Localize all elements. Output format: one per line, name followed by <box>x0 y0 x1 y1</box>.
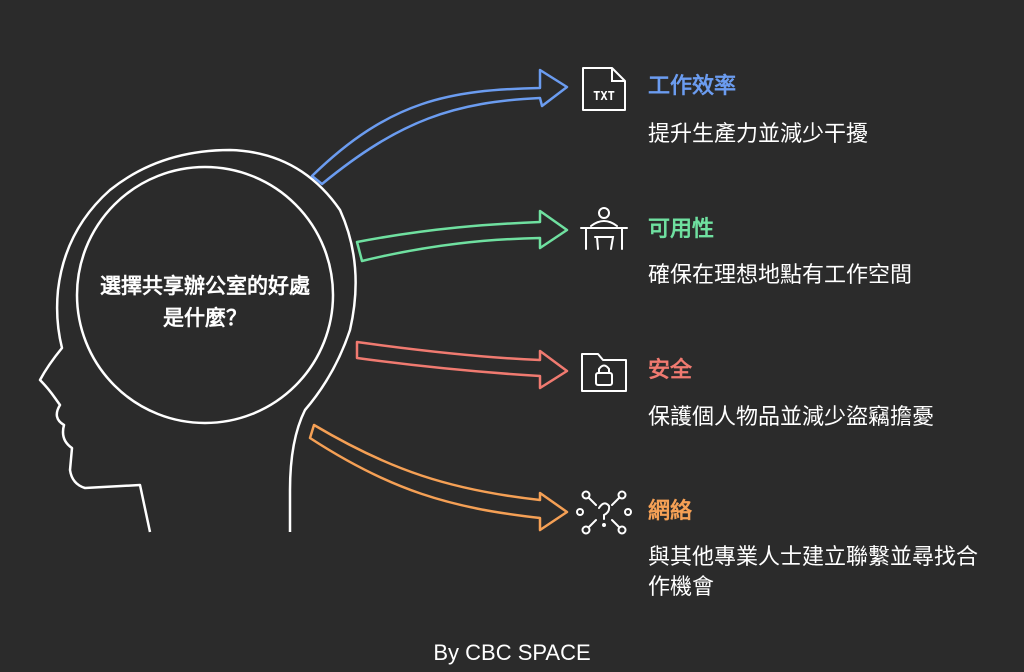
item-title-availability: 可用性 <box>648 217 715 242</box>
network-icon <box>576 490 632 535</box>
item-title-networking: 網絡 <box>648 499 693 524</box>
footer-credit: By CBC SPACE <box>433 640 591 665</box>
item-title-productivity: 工作效率 <box>648 74 737 99</box>
arrow-productivity <box>310 68 569 186</box>
item-desc-productivity: 提升生產力並減少干擾 <box>648 122 869 147</box>
desk-icon <box>580 207 628 250</box>
svg-text:TXT: TXT <box>593 89 615 103</box>
arrow-availability <box>355 209 569 263</box>
locked-folder-icon <box>581 353 627 392</box>
item-desc-security: 保護個人物品並減少盜竊擔憂 <box>648 405 935 430</box>
head-outline <box>38 148 357 533</box>
arrow-networking <box>308 423 569 532</box>
center-question: 選擇共享辦公室的好處是什麼？ <box>100 274 310 330</box>
item-desc-networking: 與其他專業人士建立聯繫並尋找合作機會 <box>648 545 979 600</box>
item-title-security: 安全 <box>648 358 693 383</box>
arrow-security <box>355 340 569 390</box>
txt-file-icon: TXT <box>582 67 626 111</box>
item-desc-availability: 確保在理想地點有工作空間 <box>648 263 913 288</box>
question-circle <box>75 165 335 425</box>
